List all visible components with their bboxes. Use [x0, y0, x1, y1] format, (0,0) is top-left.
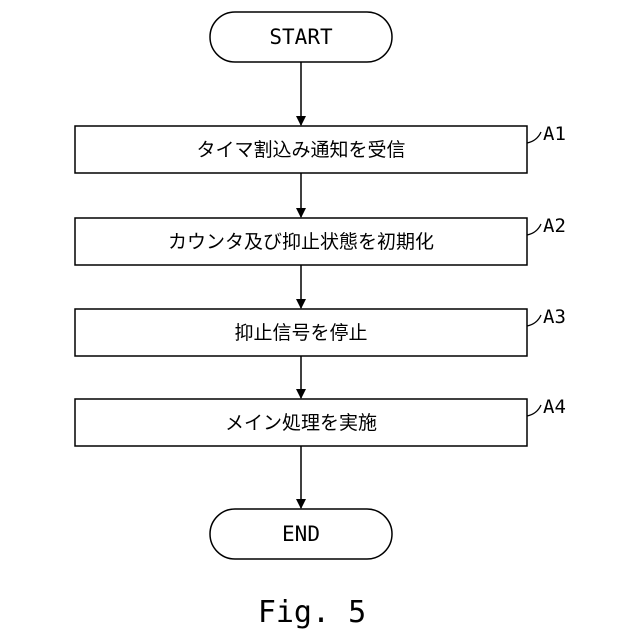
- figure-caption: Fig. 5: [258, 595, 366, 630]
- process-label-a2: カウンタ及び抑止状態を初期化: [168, 231, 434, 253]
- process-label-a3: 抑止信号を停止: [234, 322, 367, 344]
- process-step-a1: タイマ割込み通知を受信 A1: [75, 123, 566, 173]
- start-terminal: START: [210, 12, 392, 62]
- end-label: END: [282, 522, 320, 546]
- ref-leader-a2: [527, 224, 541, 235]
- ref-label-a4: A4: [543, 396, 566, 418]
- process-label-a4: メイン処理を実施: [225, 412, 377, 434]
- ref-label-a2: A2: [543, 215, 566, 237]
- start-label: START: [269, 25, 333, 49]
- ref-leader-a3: [527, 315, 541, 326]
- ref-label-a3: A3: [543, 306, 566, 328]
- ref-leader-a4: [527, 405, 541, 416]
- process-step-a2: カウンタ及び抑止状態を初期化 A2: [75, 215, 566, 265]
- ref-leader-a1: [527, 132, 541, 143]
- ref-label-a1: A1: [543, 123, 566, 145]
- process-step-a3: 抑止信号を停止 A3: [75, 306, 566, 356]
- process-step-a4: メイン処理を実施 A4: [75, 396, 566, 446]
- end-terminal: END: [210, 509, 392, 559]
- process-label-a1: タイマ割込み通知を受信: [196, 139, 405, 161]
